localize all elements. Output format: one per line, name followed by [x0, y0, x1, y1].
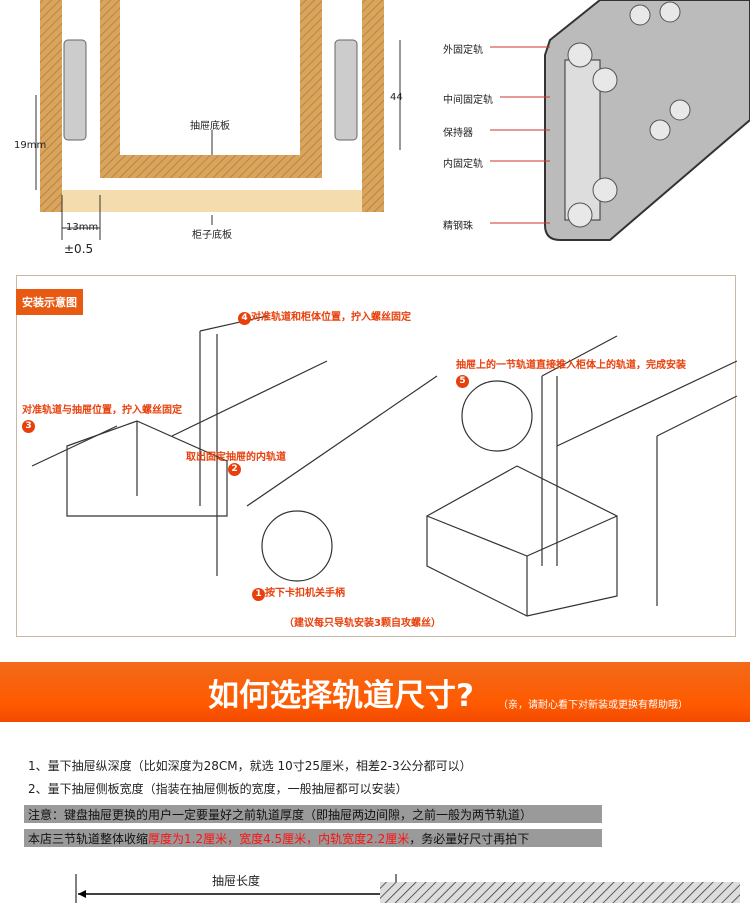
spec-prefix: 本店三节轨道整体收缩 [28, 832, 149, 846]
drawer-bottom-label: 抽屉底板 [190, 121, 230, 132]
step-number: 5 [456, 375, 469, 388]
spec-highlight: 厚度为1.2厘米，宽度4.5厘米，内轨宽度2.2厘米 [148, 832, 410, 846]
rail-label-outer: 外固定轨 [443, 45, 483, 56]
step-number: 2 [228, 463, 241, 476]
banner-subtitle: （亲，请耐心看下对新装或更换有帮助哦） [498, 700, 688, 711]
instruction-line-1: 1、量下抽屉纵深度（比如深度为28CM，就选 10寸25厘米，相差2-3公分都可… [28, 759, 472, 773]
drawer-length-label: 抽屉长度 [212, 874, 261, 888]
install-step-3: 对准轨道与抽屉位置，拧入螺丝固定 3 [22, 401, 182, 433]
step-text: 对准轨道和柜体位置，拧入螺丝固定 [251, 312, 411, 323]
install-diagram-panel [16, 275, 738, 637]
step-number: 4 [238, 312, 251, 325]
drawer-length-diagram [75, 874, 740, 903]
install-step-5: 抽屉上的一节轨道直接推入柜体上的轨道，完成安装 5 [456, 356, 686, 388]
step-number: 3 [22, 420, 35, 433]
install-illustration [31, 315, 738, 617]
step-text: 按下卡扣机关手柄 [265, 588, 345, 599]
install-tip: （建议每只导轨安装3颗自攻螺丝） [284, 618, 441, 629]
step-number: 1 [252, 588, 265, 601]
note-bar: 注意：键盘抽屉更换的用户一定要量好之前轨道厚度（即抽屉两边间隙，之前一般为两节轨… [24, 805, 602, 823]
rail-cross-section-diagram [544, 0, 750, 241]
spec-suffix: ，务必量好尺寸再拍下 [409, 832, 530, 846]
rail-label-middle: 中间固定轨 [443, 95, 493, 106]
install-tag: 安装示意图 [16, 289, 83, 315]
cabinet-cross-section-diagram [35, 0, 401, 240]
rail-label-retainer: 保持器 [443, 128, 473, 139]
rail-label-inner: 内固定轨 [443, 159, 483, 170]
cabinet-bottom-label: 柜子底板 [192, 230, 232, 241]
banner [0, 662, 750, 722]
step-text: 对准轨道与抽屉位置，拧入螺丝固定 [22, 405, 182, 416]
instruction-line-2: 2、量下抽屉侧板宽度（指装在抽屉侧板的宽度，一般抽屉都可以安装） [28, 782, 408, 796]
banner-title: 如何选择轨道尺寸? [208, 678, 474, 714]
rail-label-ball: 精钢珠 [443, 221, 473, 232]
step-text: 抽屉上的一节轨道直接推入柜体上的轨道，完成安装 [456, 360, 686, 371]
step-text: 取出固定抽屉的内轨道 [186, 452, 286, 463]
dim-19mm: 19mm [14, 140, 47, 151]
dim-13mm: 13mm [66, 222, 99, 233]
spec-bar: 本店三节轨道整体收缩厚度为1.2厘米，宽度4.5厘米，内轨宽度2.2厘米，务必量… [24, 829, 602, 847]
dim-44: 44 [390, 92, 403, 103]
tolerance: ±0.5 [64, 242, 94, 256]
